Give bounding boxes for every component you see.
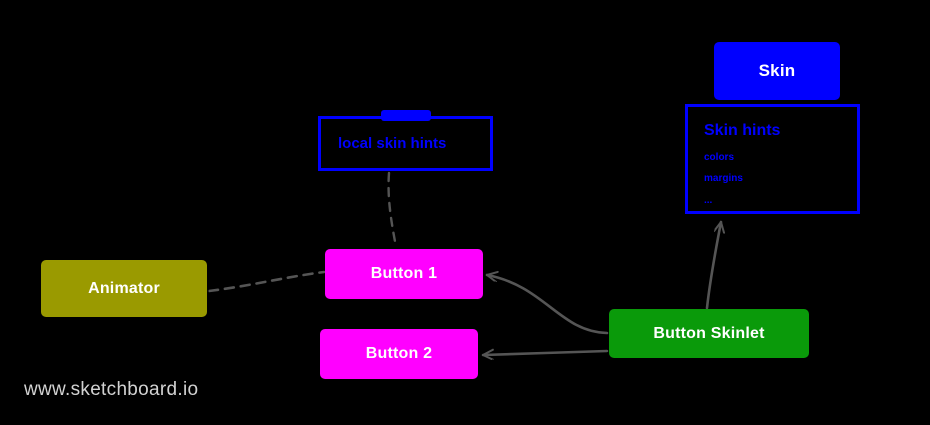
node-button-skinlet[interactable]: Button Skinlet [609,309,809,358]
node-animator[interactable]: Animator [41,260,207,317]
node-animator-label: Animator [88,279,160,297]
edge-button-skinlet-to-button1 [485,275,609,335]
node-skin-hints-line-margins: margins [704,173,743,184]
node-button-2-label: Button 2 [365,345,433,362]
node-button-2[interactable]: Button 2 [320,329,478,379]
edge-button-skinlet-to-button2 [481,351,609,355]
node-skin-hints-title: Skin hints [704,122,781,139]
node-skin[interactable]: Skin [714,42,840,100]
node-button-1-label: Button 1 [370,265,438,282]
edge-button-skinlet-to-skin-hints [705,220,721,310]
node-button-1[interactable]: Button 1 [325,249,483,299]
node-skin-hints-line-ellipsis: ... [704,195,713,206]
node-skin-hints[interactable]: Skin hints colors margins ... [685,104,860,214]
note-tab-icon [381,110,431,121]
edge-animator-to-button1 [207,270,326,293]
node-skin-label: Skin [758,61,796,80]
edge-local-skin-hints-to-button1 [387,171,398,249]
watermark: www.sketchboard.io [24,379,199,400]
node-button-skinlet-label: Button Skinlet [653,324,765,342]
node-skin-hints-line-colors: colors [704,152,735,163]
node-local-skin-hints[interactable]: local skin hints [318,110,493,171]
node-local-skin-hints-title: local skin hints [338,135,447,152]
